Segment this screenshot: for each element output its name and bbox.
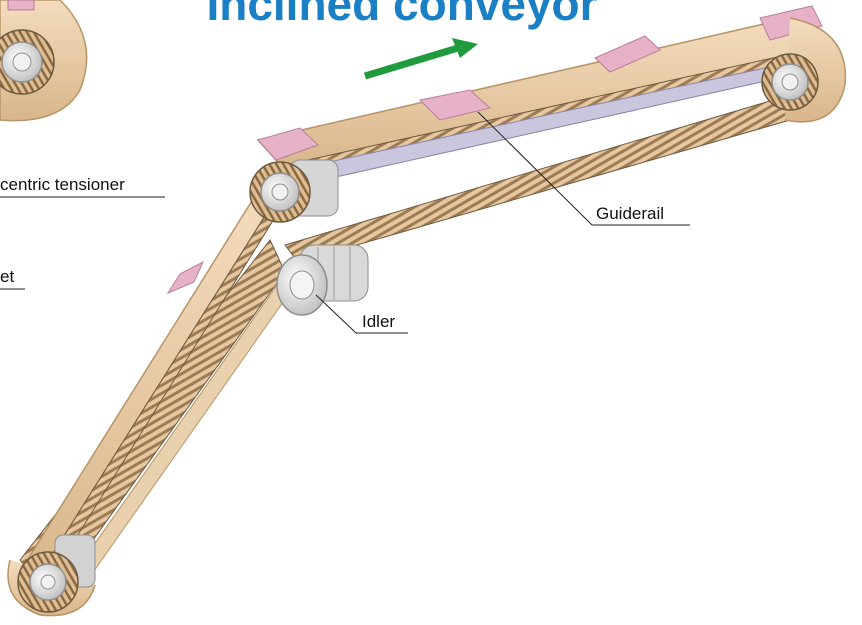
eccentric-tensioner-label: centric tensioner — [0, 175, 125, 194]
sprocket-label: et — [0, 267, 14, 286]
top-left-pulley — [0, 0, 87, 121]
idler-label: Idler — [362, 312, 395, 331]
direction-arrow — [365, 38, 478, 76]
diagram-title: Inclined conveyor — [206, 0, 597, 30]
idler-roller — [277, 245, 368, 315]
guiderail-label: Guiderail — [596, 204, 664, 223]
inclined-belt — [18, 188, 282, 596]
bend-sprocket — [250, 160, 338, 222]
label-sprocket: et — [0, 267, 25, 289]
label-eccentric-tensioner: centric tensioner — [0, 175, 165, 197]
top-belt — [258, 18, 805, 185]
return-belt — [20, 98, 790, 605]
